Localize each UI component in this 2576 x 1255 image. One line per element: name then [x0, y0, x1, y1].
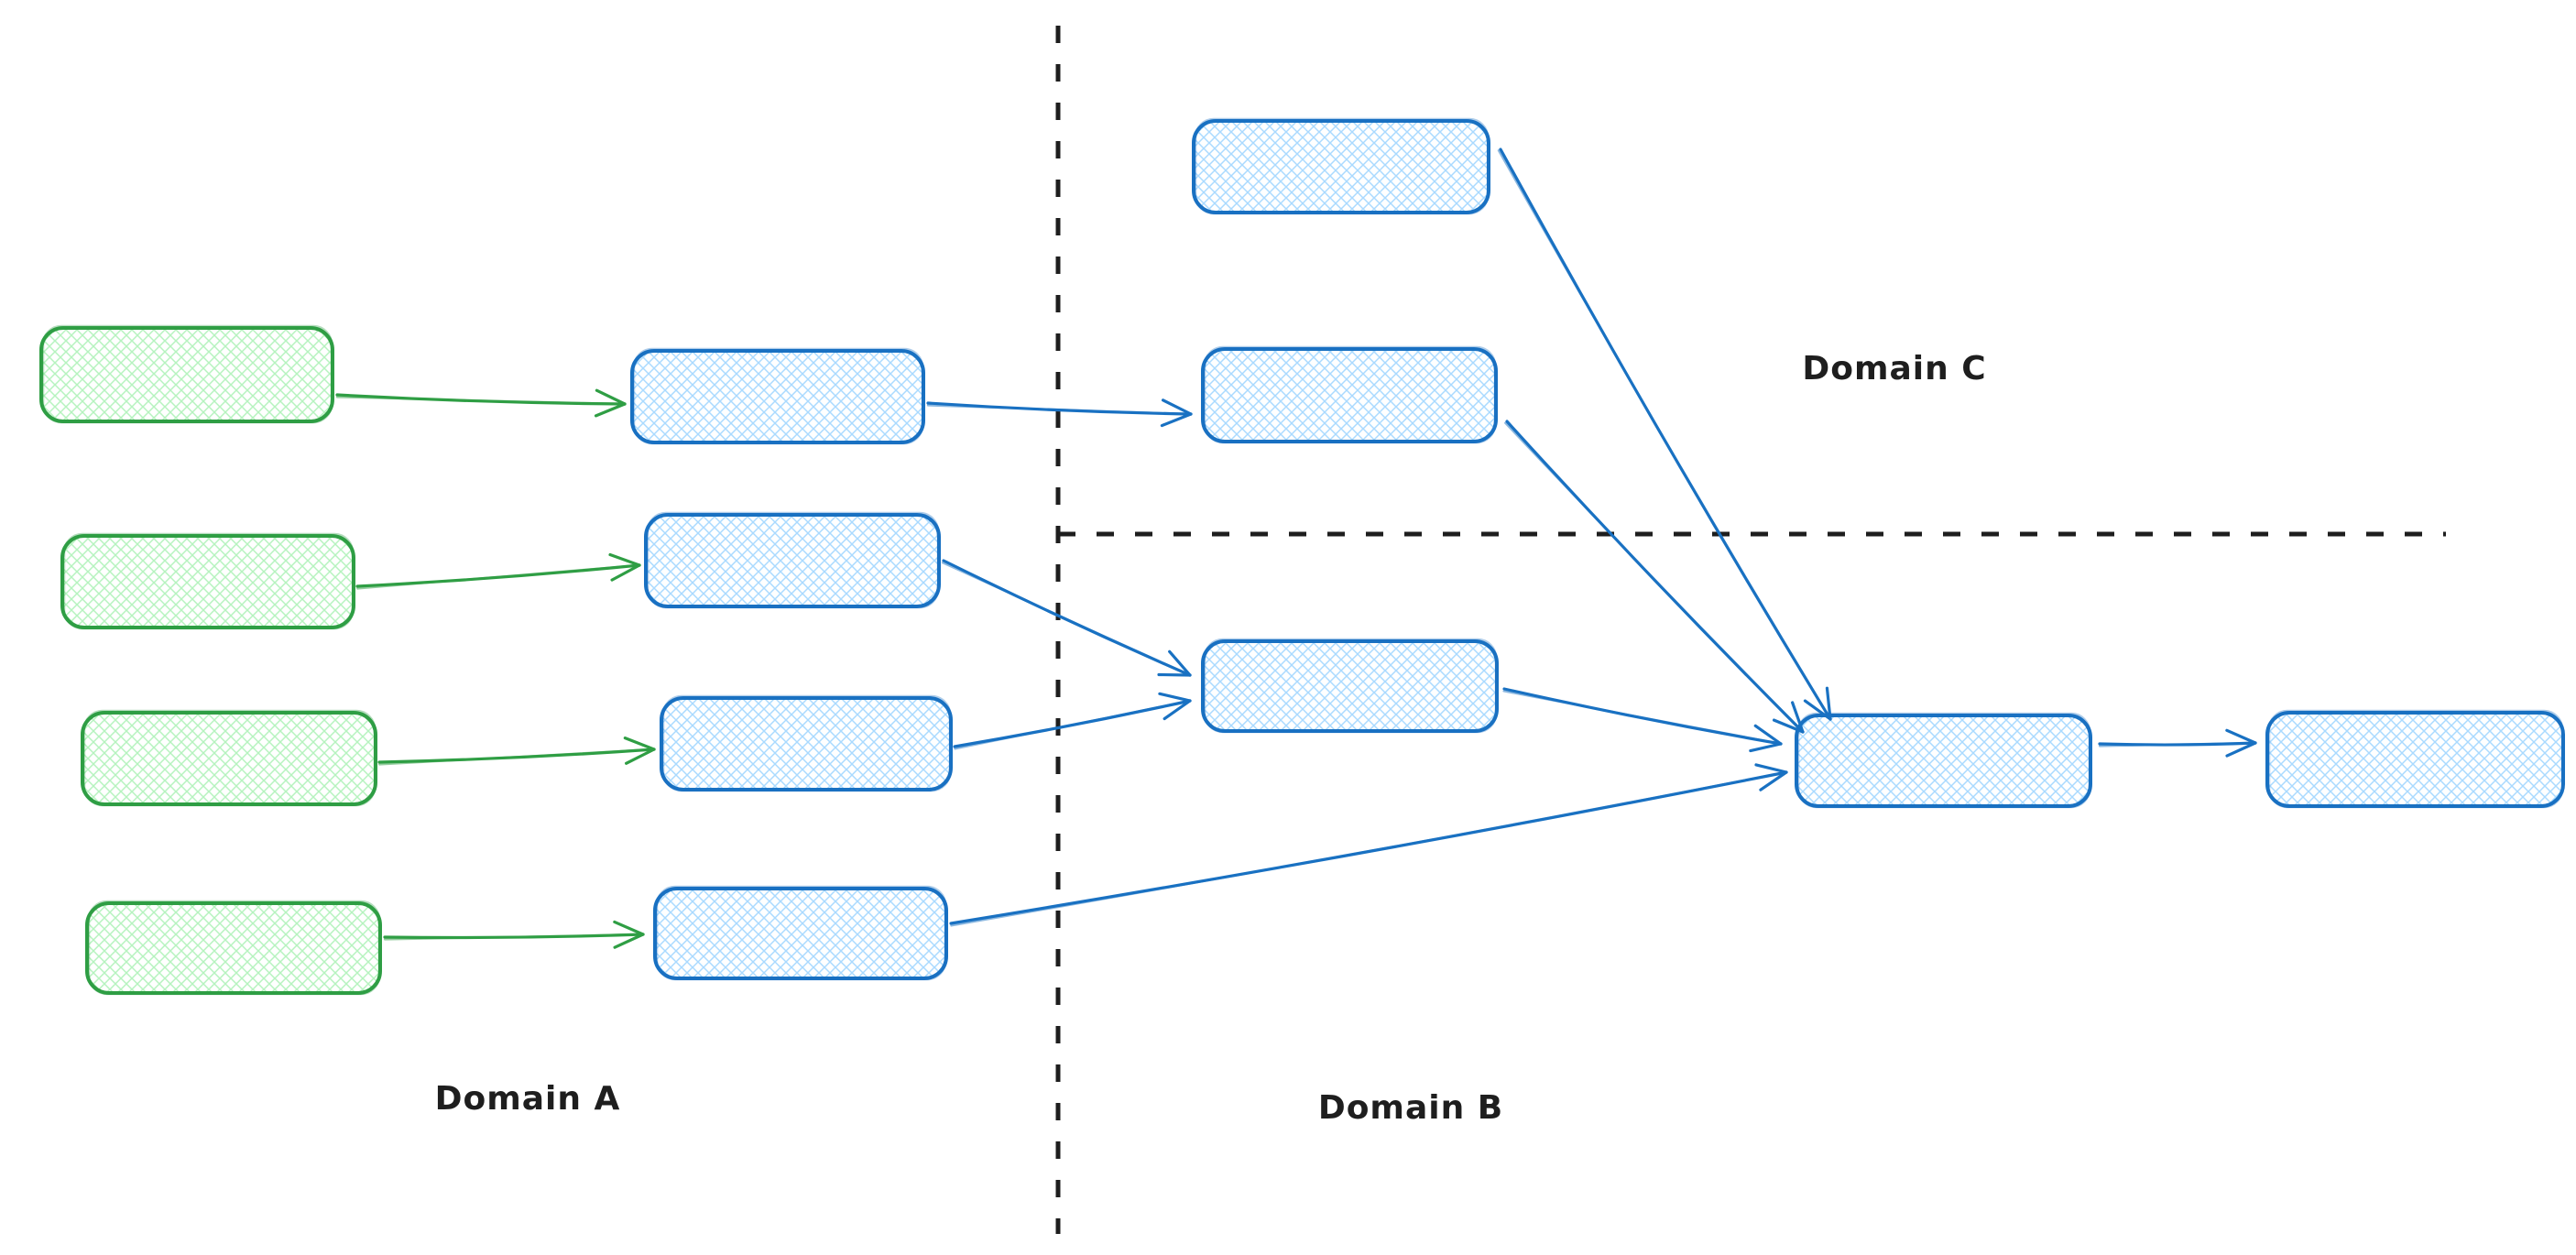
label-domain-b: Domain B: [1318, 1089, 1503, 1127]
node-blue-mid-1: [630, 347, 925, 445]
edge-blue-mid-2-to-b-mid: [941, 559, 1192, 677]
edge-b-mid-to-b-hub: [1502, 687, 1783, 753]
edge-green-2-to-blue-mid-2: [355, 552, 641, 590]
label-domain-a: Domain A: [435, 1080, 621, 1118]
edge-blue-mid-3-to-b-mid: [953, 692, 1192, 750]
node-b-mid: [1201, 638, 1499, 734]
node-c-mid: [1201, 345, 1498, 444]
node-b-hub: [1795, 712, 2092, 809]
node-b-out: [2265, 709, 2565, 809]
node-blue-mid-2: [644, 511, 941, 609]
node-blue-mid-4: [653, 885, 948, 981]
edge-green-3-to-blue-mid-3: [377, 736, 656, 766]
label-domain-c: Domain C: [1802, 350, 1986, 387]
node-green-4: [85, 900, 382, 996]
edge-blue-mid-4-to-b-hub: [949, 763, 1788, 927]
node-blue-mid-3: [660, 694, 953, 792]
edge-blue-mid-1-to-c-mid: [926, 398, 1193, 428]
node-green-1: [39, 324, 334, 424]
edge-c-mid-to-b-hub: [1504, 420, 1805, 734]
edge-green-4-to-blue-mid-4: [383, 920, 645, 949]
node-green-2: [60, 532, 355, 630]
edge-b-hub-to-b-out: [2098, 728, 2257, 758]
node-green-3: [81, 709, 377, 807]
edge-green-1-to-blue-mid-1: [335, 388, 627, 418]
node-c-top: [1192, 117, 1490, 215]
edge-c-top-to-b-hub: [1497, 147, 1832, 721]
